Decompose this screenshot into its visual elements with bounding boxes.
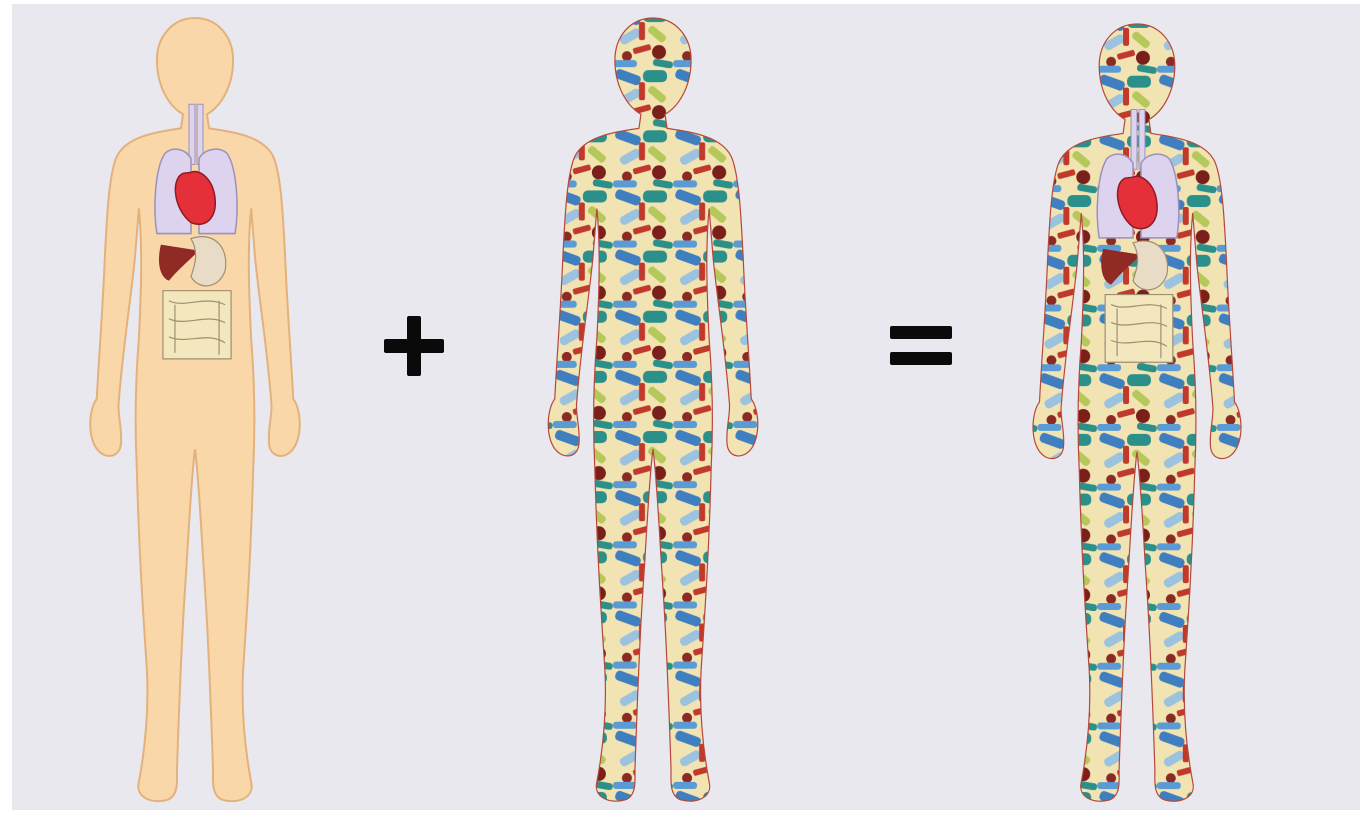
equals-sign	[888, 322, 954, 370]
plus-sign	[382, 312, 446, 380]
human-body-organs	[64, 8, 326, 810]
human-body-holobiont	[1004, 14, 1270, 810]
human-body-microbes	[520, 8, 786, 810]
